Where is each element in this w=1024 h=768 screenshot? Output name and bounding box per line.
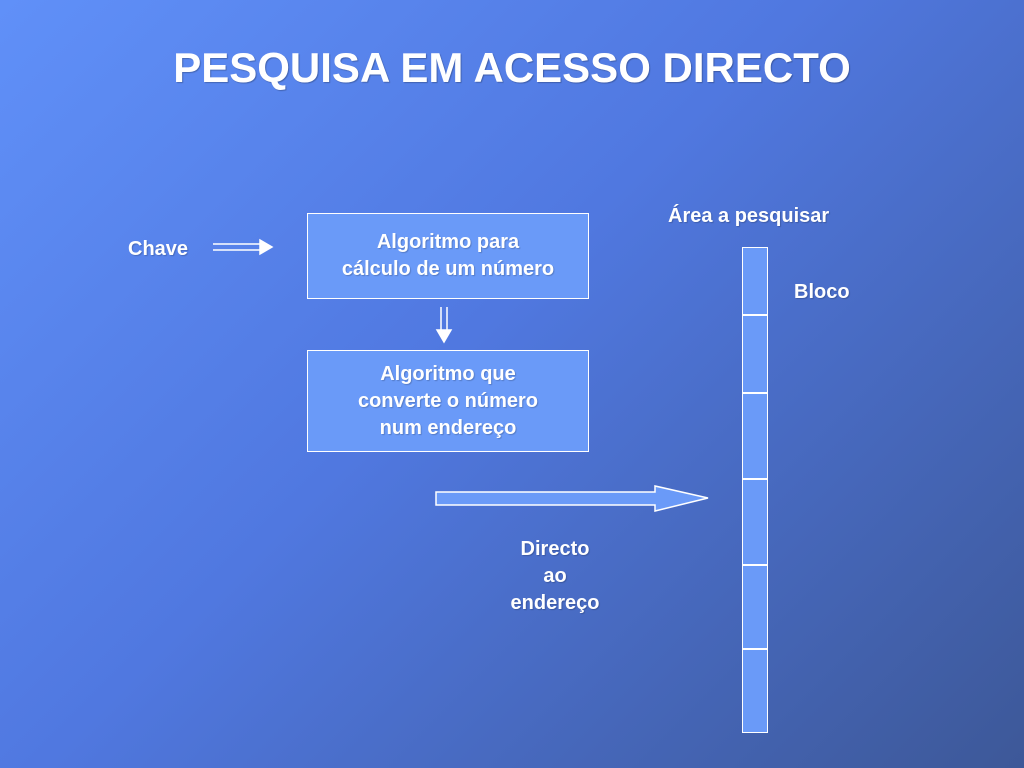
block-divider	[743, 648, 767, 650]
area-label: Área a pesquisar	[668, 205, 830, 227]
algoritmo-converte-box: Algoritmo que converte o número num ende…	[307, 350, 589, 452]
block-divider	[743, 314, 767, 316]
block-divider	[743, 564, 767, 566]
block-divider	[743, 478, 767, 480]
block-arrow	[435, 485, 709, 512]
area-column	[742, 247, 768, 733]
chave-arrow	[213, 238, 274, 256]
directo-label: Directo ao endereço	[510, 538, 600, 614]
algoritmo-calculo-text: Algoritmo para cálculo de um número	[341, 231, 555, 280]
block-divider	[743, 392, 767, 394]
chave-label: Chave	[128, 238, 189, 260]
algoritmo-calculo-box: Algoritmo para cálculo de um número	[307, 213, 589, 299]
down-arrow	[435, 307, 453, 344]
bloco-label: Bloco	[794, 281, 850, 303]
algoritmo-converte-text: Algoritmo que converte o número num ende…	[357, 362, 539, 439]
page-title: PESQUISA EM ACESSO DIRECTO	[173, 44, 851, 91]
